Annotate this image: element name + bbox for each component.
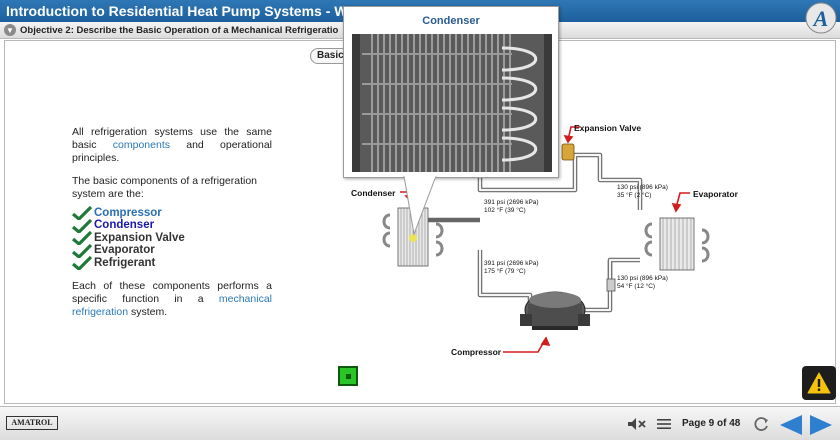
footer-bar: AMATROL Page 9 of 48: [0, 406, 840, 440]
svg-text:A: A: [812, 6, 829, 31]
checkmark-icon: [72, 243, 92, 258]
list-item[interactable]: Refrigerant: [72, 256, 272, 271]
amatrol-a-logo-icon: A: [805, 2, 837, 34]
report-issue-button[interactable]: [802, 366, 836, 400]
objective-text: Objective 2: Describe the Basic Operatio…: [20, 24, 339, 36]
warning-icon: [807, 372, 831, 394]
condenser-inlet-reading: 391 psi (2696 kPa) 175 °F (79 °C): [484, 260, 539, 275]
continue-marker: [346, 374, 351, 379]
evaporator-outlet-reading: 130 psi (896 kPa) 54 °F (12 °C): [617, 275, 668, 290]
checkmark-icon: [72, 206, 92, 221]
evaporator-label: Evaporator: [693, 189, 738, 199]
continue-button[interactable]: [338, 366, 358, 386]
components-link[interactable]: components: [112, 139, 170, 151]
amatrol-logo: AMATROL: [6, 416, 58, 430]
evaporator-coil[interactable]: [644, 217, 710, 271]
list-item[interactable]: Compressor: [72, 206, 272, 221]
compressor[interactable]: [520, 291, 590, 330]
page-indicator: Page 9 of 48: [682, 418, 741, 429]
chevron-down-icon[interactable]: ▼: [4, 24, 16, 36]
arrow-right-icon[interactable]: [808, 414, 834, 436]
list-item[interactable]: Condenser: [72, 218, 272, 233]
list-item[interactable]: Expansion Valve: [72, 231, 272, 246]
popup-pointer: [403, 176, 437, 236]
expansion-valve-label: Expansion Valve: [574, 123, 642, 133]
list-item[interactable]: Evaporator: [72, 243, 272, 258]
mechanical-refrigeration-link[interactable]: mechanical refrigeration: [72, 292, 272, 318]
mute-icon[interactable]: [627, 417, 647, 431]
refresh-icon[interactable]: [752, 415, 770, 433]
condenser-outlet-reading: 391 psi (2696 kPa) 102 °F (39 °C): [484, 199, 539, 214]
lesson-paragraph-1: All refrigeration systems use the same b…: [72, 126, 272, 164]
condenser-popup: Condenser: [343, 6, 559, 178]
popup-title: Condenser: [422, 15, 480, 27]
tab-basic[interactable]: Basic: [310, 48, 350, 64]
component-list: Compressor Condenser Expansion Valve Eva…: [72, 206, 272, 271]
lesson-paragraph-2: The basic components of a refrigeration …: [72, 175, 258, 200]
condenser-photo: [352, 34, 552, 172]
arrow-left-icon[interactable]: [778, 414, 804, 436]
checkmark-icon: [72, 256, 92, 271]
filter-drier: [606, 278, 616, 292]
lesson-text: All refrigeration systems use the same b…: [72, 126, 272, 329]
evaporator-inlet-reading: 130 psi (896 kPa) 35 °F (2 °C): [617, 184, 668, 199]
lesson-paragraph-3: Each of these components performs a spec…: [72, 279, 272, 318]
menu-icon[interactable]: [656, 417, 672, 431]
compressor-label: Compressor: [451, 347, 502, 357]
checkmark-icon: [72, 231, 92, 246]
checkmark-icon: [72, 218, 92, 233]
condenser-label: Condenser: [351, 188, 396, 198]
expansion-valve[interactable]: [561, 143, 575, 161]
